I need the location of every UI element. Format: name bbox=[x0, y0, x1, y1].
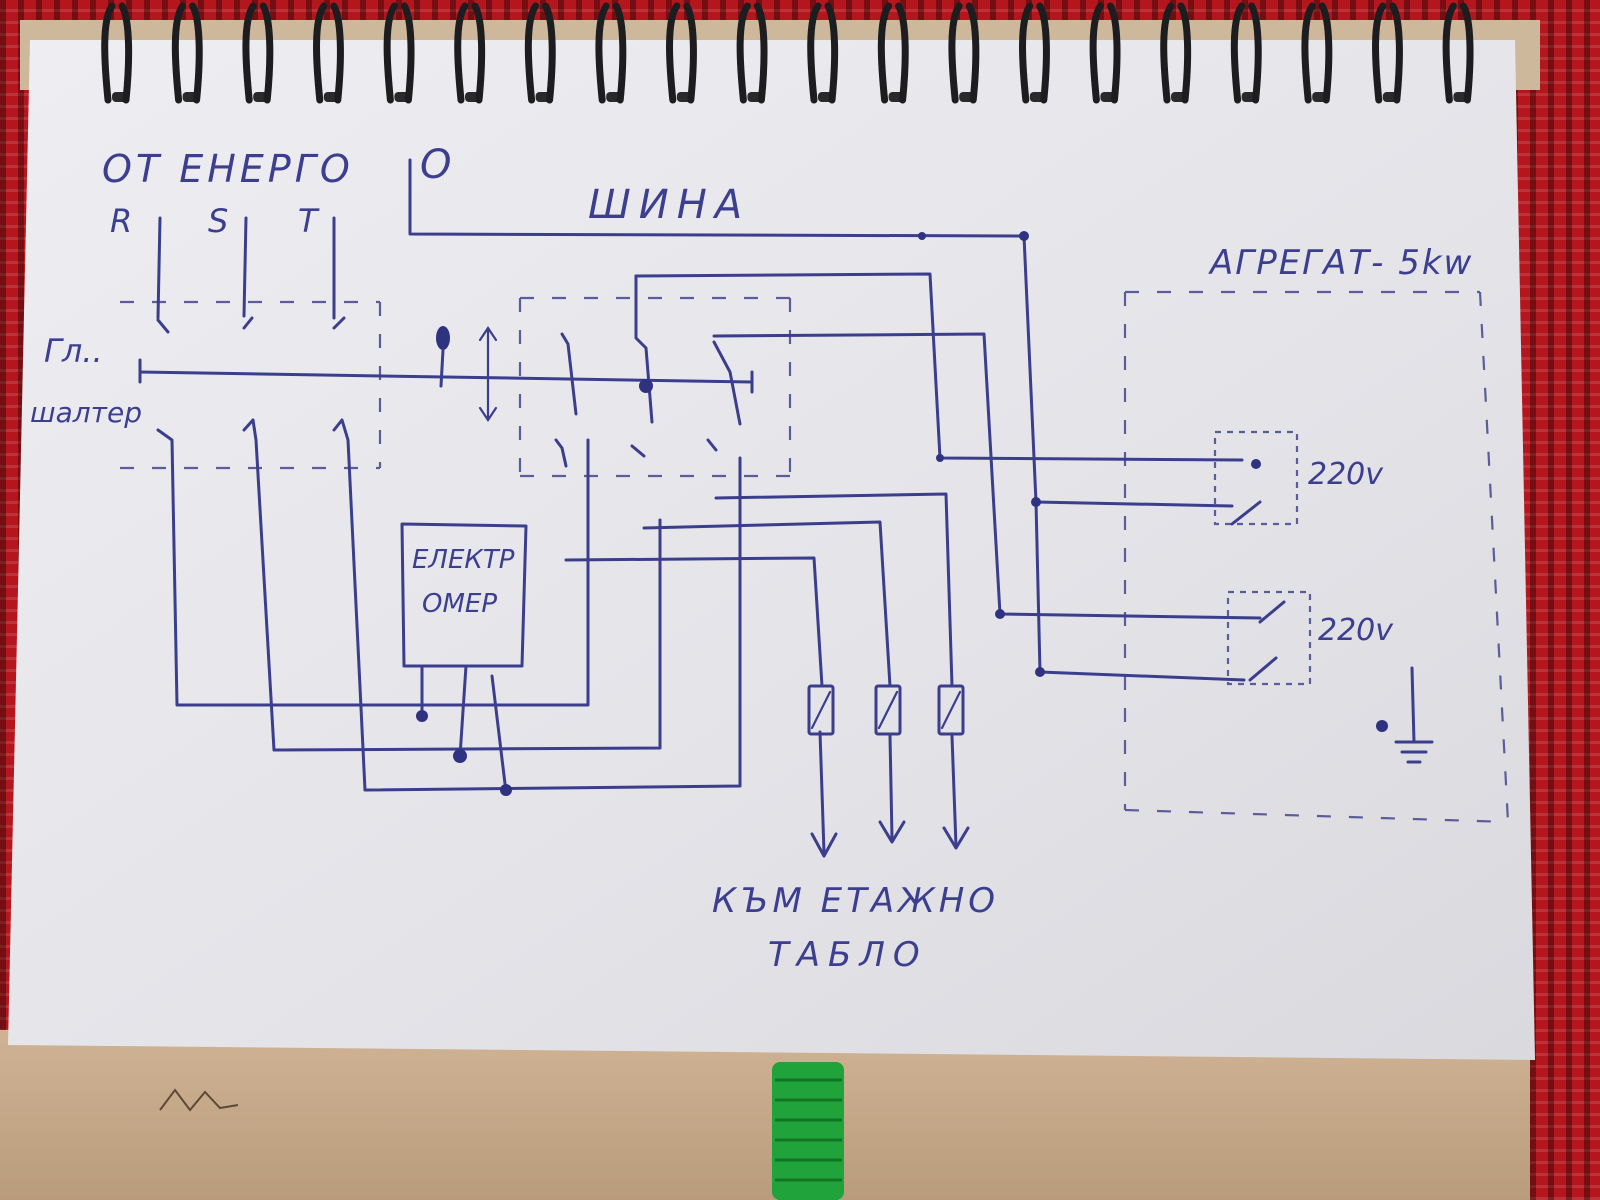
binding-ring bbox=[171, 2, 203, 104]
main-switch-label-1: Гл.. bbox=[44, 332, 103, 370]
output-wire-2 bbox=[642, 520, 894, 840]
phase-r-label: R bbox=[110, 202, 132, 240]
binding-ring bbox=[313, 2, 344, 104]
binding-ring bbox=[666, 2, 697, 104]
wiring-diagram bbox=[120, 158, 1510, 858]
generator-feed-1 bbox=[634, 272, 1244, 462]
junction-dot bbox=[639, 379, 653, 393]
binding-ring bbox=[242, 2, 274, 104]
binding-ring bbox=[807, 2, 839, 104]
binding-ring bbox=[1301, 2, 1333, 104]
switch-handle-icon bbox=[436, 326, 450, 388]
outlet-1 bbox=[1230, 459, 1262, 526]
binding-ring bbox=[1019, 2, 1050, 104]
junction-dot bbox=[1019, 231, 1029, 241]
generator-feed-2 bbox=[712, 332, 1262, 620]
arrow-down-icon bbox=[878, 820, 906, 844]
binding-ring bbox=[101, 2, 133, 104]
fuse-icon bbox=[937, 684, 965, 736]
binding-ring bbox=[1442, 2, 1474, 104]
phase-t-label: T bbox=[298, 202, 320, 240]
meter-label-2: ОМЕР bbox=[422, 589, 497, 619]
junction-dot bbox=[416, 710, 428, 722]
phase-s-label: S bbox=[208, 202, 228, 240]
destination-label-1: КЪМ ЕТАЖНО bbox=[712, 881, 999, 921]
junction-dot bbox=[1031, 497, 1041, 507]
junction-dot bbox=[936, 454, 944, 462]
spiral-binding-icon bbox=[101, 2, 1474, 104]
electricity-meter bbox=[400, 522, 528, 794]
destination-label-2: ТАБЛО bbox=[768, 935, 928, 975]
junction-dot bbox=[1035, 667, 1045, 677]
meter-label-1: ЕЛЕКТР bbox=[412, 545, 515, 575]
notebook-page bbox=[8, 40, 1535, 1060]
outlet-boundary-2 bbox=[1226, 590, 1312, 686]
binding-ring bbox=[877, 2, 909, 104]
junction-dot bbox=[995, 609, 1005, 619]
output-wire-1 bbox=[564, 556, 826, 854]
outlet-boundary-1 bbox=[1213, 430, 1299, 526]
busbar-label: ШИНА bbox=[588, 182, 750, 228]
transfer-contact-3 bbox=[706, 340, 742, 452]
neutral-label: O bbox=[420, 142, 451, 188]
generator-label: АГРЕГАТ- 5kw bbox=[1208, 243, 1473, 283]
binding-ring bbox=[948, 2, 980, 104]
phase-s-wire bbox=[242, 216, 662, 752]
binding-ring bbox=[524, 2, 556, 104]
phase-r-wire bbox=[156, 216, 590, 707]
binding-ring bbox=[1089, 2, 1121, 104]
phase-t-wire bbox=[332, 216, 742, 792]
cover-scribble bbox=[159, 1088, 239, 1112]
double-arrow-icon bbox=[478, 326, 498, 422]
binding-ring bbox=[454, 2, 486, 104]
binding-ring bbox=[1160, 2, 1192, 104]
outlet-2 bbox=[1248, 600, 1286, 682]
junction-dot bbox=[918, 232, 926, 240]
binding-ring bbox=[736, 2, 768, 104]
fuse-icon bbox=[807, 684, 835, 736]
binding-ring bbox=[1372, 2, 1403, 104]
junction-dot bbox=[453, 749, 467, 763]
source-label: ОТ ЕНЕРГО bbox=[102, 147, 354, 191]
arrow-down-icon bbox=[810, 832, 838, 858]
outlet-2-label: 220v bbox=[1318, 613, 1394, 648]
main-switch-boundary bbox=[120, 300, 382, 470]
elastic-band bbox=[772, 1062, 844, 1200]
transfer-contact-1 bbox=[554, 332, 578, 468]
main-switch-label-2: шалтер bbox=[30, 396, 142, 429]
transfer-switch-boundary bbox=[518, 296, 792, 478]
outlet-1-label: 220v bbox=[1308, 457, 1384, 492]
binding-ring bbox=[595, 2, 627, 104]
junction-dot bbox=[500, 784, 512, 796]
generator-boundary bbox=[1123, 290, 1510, 824]
binding-ring bbox=[1230, 2, 1262, 104]
arrow-down-icon bbox=[942, 826, 970, 850]
output-wire-3 bbox=[714, 492, 958, 848]
cardboard-cover bbox=[0, 1030, 1530, 1200]
ground-icon bbox=[1376, 666, 1434, 764]
binding-ring bbox=[383, 2, 415, 104]
fuse-icon bbox=[874, 684, 902, 736]
